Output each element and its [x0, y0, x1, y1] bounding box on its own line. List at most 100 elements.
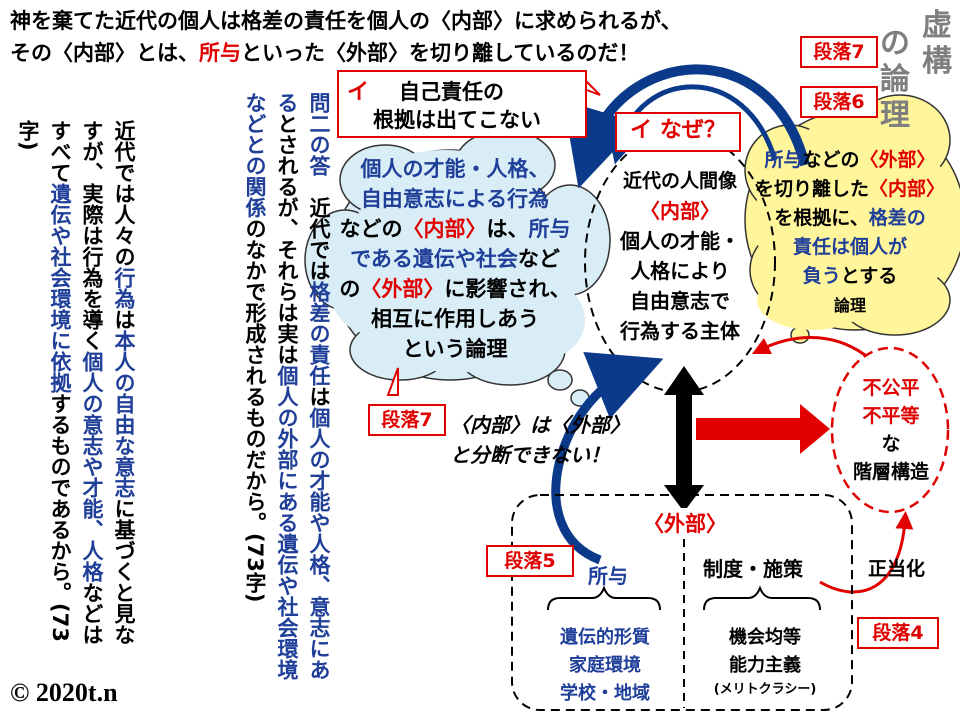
rc-line-3: を根拠に、格差の [752, 204, 948, 233]
co-3: 個人の才能・ [620, 229, 740, 253]
lc-3a: などの [339, 217, 403, 241]
col-a-free-will: 本人の自由な意志 [112, 330, 136, 498]
callout-why: イ なぜ？ [615, 112, 741, 152]
side-title-char-4: 論 [880, 62, 910, 97]
lc-5a: の [339, 277, 361, 301]
rc-1b: などの [802, 149, 860, 171]
col-a-talent: 個人の意志や才能、人格 [80, 351, 104, 582]
lc-5c: に影響され、 [444, 277, 571, 301]
rc-3b: 格差の [868, 207, 926, 229]
tag-para5: 段落5 [486, 545, 574, 577]
brace-given [547, 585, 661, 611]
header-text-a: その〈内部〉とは、 [10, 41, 199, 65]
lc-4b: など [517, 247, 560, 271]
center-oval-text: 近代の人間像 〈内部〉 個人の才能・ 人格により 自由意志で 行為する主体 [595, 166, 765, 346]
outer-label: 〈外部〉 [630, 508, 740, 538]
header-line-1-text: 神を棄てた近代の個人は格差の責任を個人の〈内部〉に求められるが、 [10, 9, 682, 33]
col-a-heredity: 遺伝や社会環境に依拠 [48, 183, 72, 393]
col-a-text-2: は [112, 309, 136, 330]
arc-outer-to-inner [551, 352, 664, 565]
col-b-text-4: のなかで形成されるものだから。(73字) [243, 218, 267, 603]
co-5: 自由意志で [630, 289, 730, 313]
given-item-1: 遺伝的形質 [560, 627, 650, 648]
col-a-text-1: 近代では人々の [112, 120, 136, 267]
header-line-1: 神を棄てた近代の個人は格差の責任を個人の〈内部〉に求められるが、 [10, 6, 682, 36]
justify-label: 正当化 [868, 558, 926, 580]
tag-para7-left: 段落7 [368, 404, 446, 436]
header-given: 所与 [199, 41, 241, 65]
lc-7: という論理 [402, 337, 508, 361]
side-title-char-3: の [880, 26, 910, 61]
system-label: 制度・施策 [703, 557, 803, 581]
callout-i-line1: 自己責任の [399, 80, 504, 104]
rc-line-1: 所与などの〈外部〉 [752, 146, 948, 175]
vertical-double-arrow [664, 366, 704, 512]
lc-3d: 所与 [528, 217, 571, 241]
lc-5b: 〈外部〉 [360, 277, 445, 301]
copyright: © 2020t.n [10, 678, 118, 707]
callout-i-line2: 根拠は出てこない [373, 108, 541, 132]
co-2: 〈内部〉 [640, 199, 720, 223]
col-b-outer: 個人の外部にある遺伝や社会環境などとの関係 [243, 92, 299, 680]
lc-line-5: の〈外部〉に影響され、 [330, 274, 580, 304]
col-a-action: 行為 [112, 267, 136, 309]
note-line-2: と分断できない！ [450, 443, 610, 467]
answer-column-b: 問二の答 近代では格差の責任は個人の才能や人格、意志にあるとされるが、それらは実… [165, 92, 335, 680]
side-title-char-2: 構 [922, 44, 952, 79]
rc-6: 論理 [833, 296, 866, 315]
arc-right-to-left [563, 64, 810, 189]
rc-3a: を根拠に、 [774, 207, 869, 229]
lc-line-2: 自由意志による行為 [330, 184, 580, 214]
lc-line-6: 相互に作用しあう [330, 304, 580, 334]
system-item-1: 機会均等 [729, 627, 801, 648]
ineq-1: 不公平 [862, 377, 920, 399]
lc-4a: である遺伝や社会 [350, 247, 518, 271]
right-cloud-text: 所与などの〈外部〉 を切り離した〈内部〉 を根拠に、格差の 責任は個人が 負うと… [752, 146, 948, 320]
lc-line-1: 個人の才能・人格、 [330, 154, 580, 184]
header-line-2: その〈内部〉とは、所与といった〈外部〉を切り離しているのだ！ [10, 38, 639, 68]
rc-5b: とする [840, 265, 898, 287]
rc-1c: 〈外部〉 [859, 149, 936, 171]
system-item-2: 能力主義 [729, 655, 801, 676]
col-b-inner: 個人の才能や人格、意志にある [275, 92, 331, 680]
left-cloud-text: 個人の才能・人格、 自由意志による行為 などの〈内部〉は、所与 である遺伝や社会… [330, 154, 580, 364]
system-items: 機会均等 能力主義 (メリトクラシー) [690, 624, 840, 700]
answer-column-a: 近代では人々の行為は本人の自由な意志に基づくと見なすが、実際は行為を導く個人の意… [16, 120, 140, 650]
tag-para4: 段落4 [857, 617, 939, 649]
co-4: 人格により [630, 259, 730, 283]
rc-line-6: 論理 [752, 291, 948, 320]
ineq-3: な [881, 433, 901, 455]
lc-line-7: という論理 [330, 334, 580, 364]
callout-self-responsibility: イ 自己責任の 根拠は出てこない [337, 70, 587, 138]
brace-system [703, 585, 821, 611]
given-item-2: 家庭環境 [569, 655, 641, 676]
rc-4: 責任は個人が [792, 236, 907, 258]
rc-5a: 負う [802, 265, 841, 287]
col-a-text-3: に基づくと見なすが、実際は行為を導く [80, 120, 136, 645]
col-b-text-2: は [307, 386, 331, 407]
rc-2b: 〈内部〉 [869, 178, 946, 200]
callout-i-mark: イ [347, 80, 370, 105]
header-text-b: といった〈外部〉を切り離しているのだ！ [241, 41, 640, 65]
rc-line-5: 負うとする [752, 262, 948, 291]
col-a-text-5: するものであるから。(73字) [16, 120, 72, 642]
given-label: 所与 [588, 564, 628, 588]
tag-para6: 段落6 [800, 86, 878, 118]
lc-line-3: などの〈内部〉は、所与 [330, 214, 580, 244]
co-6: 行為する主体 [620, 319, 740, 343]
note-line-1: 〈内部〉は〈外部〉 [450, 413, 630, 437]
q2-answer-label: 問二の答 [307, 92, 331, 176]
arc-inequality-to-oval [751, 336, 866, 357]
inner-outer-note: 〈内部〉は〈外部〉 と分断できない！ [450, 410, 630, 470]
lc-1: 個人の才能・人格、 [360, 157, 550, 181]
arc-system-to-inequality [819, 511, 914, 594]
given-item-3: 学校・地域 [560, 683, 650, 704]
col-b-text-3: とされるが、それらは実は [275, 113, 299, 365]
outer-box-outline [511, 494, 853, 711]
rc-line-4: 責任は個人が [752, 233, 948, 262]
lc-3b: 〈内部〉 [402, 217, 487, 241]
rc-1a: 所与 [764, 149, 803, 171]
side-title-char-1: 虚 [922, 8, 952, 43]
system-item-3: (メリトクラシー) [713, 682, 817, 697]
co-1: 近代の人間像 [622, 170, 737, 192]
